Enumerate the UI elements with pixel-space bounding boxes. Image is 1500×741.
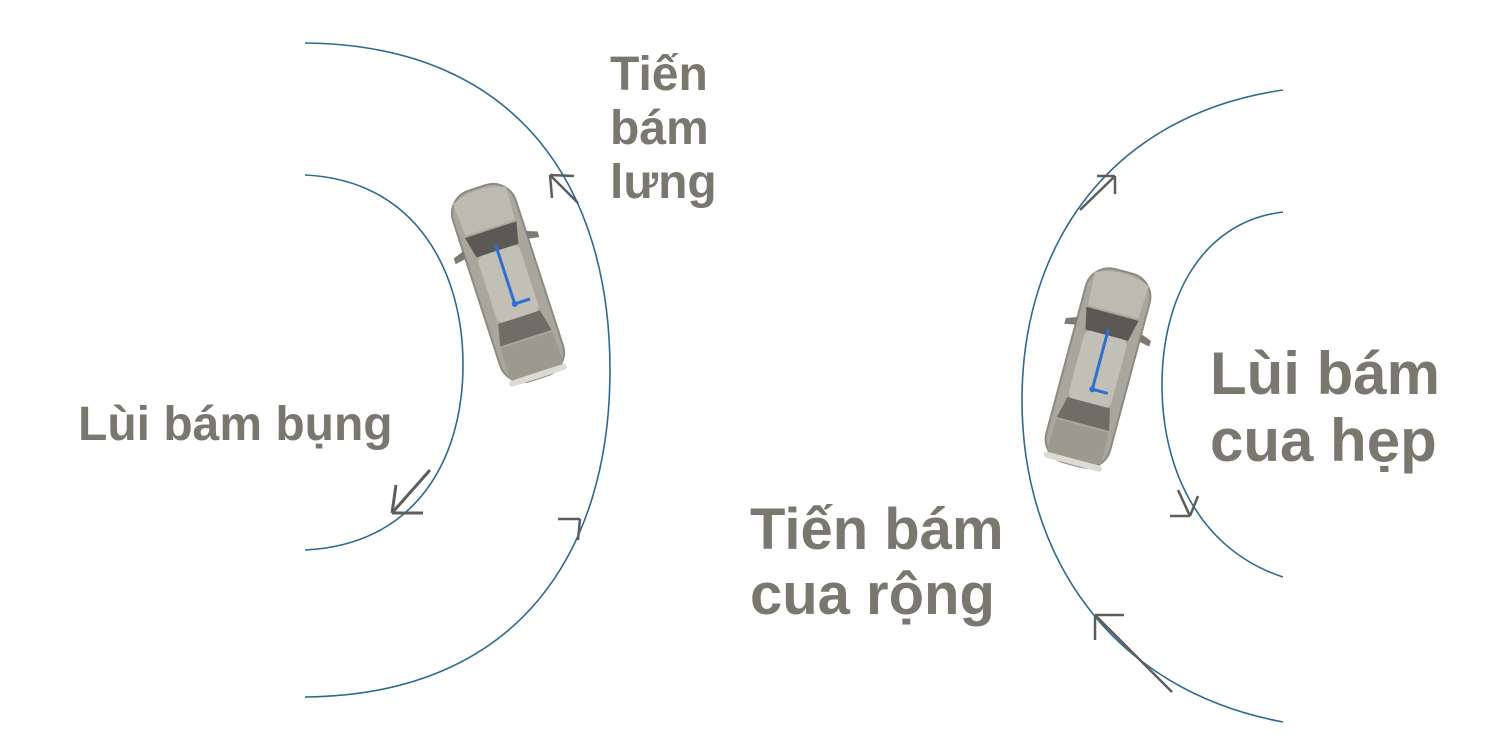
inner-curve-left: [304, 174, 464, 551]
label-reverse-narrow: Lùi bám cua hẹp: [1210, 340, 1441, 475]
arrow-icon: [1079, 174, 1117, 211]
inner-curve-right: [1161, 211, 1284, 578]
arrow-icon: [558, 517, 582, 541]
label-forward-inner: Tiến bám lưng: [610, 48, 717, 209]
label-reverse-outer: Lùi bám bụng: [78, 398, 393, 451]
car-icon: [433, 172, 583, 394]
arrow-icon: [548, 173, 579, 204]
arrow-icon: [390, 469, 432, 515]
arrow-icon: [1170, 489, 1200, 518]
arrow-icon: [1093, 613, 1173, 693]
outer-curve-left: [304, 42, 611, 698]
car-icon: [1028, 258, 1168, 478]
label-forward-wide: Tiến bám cua rộng: [750, 497, 1004, 627]
